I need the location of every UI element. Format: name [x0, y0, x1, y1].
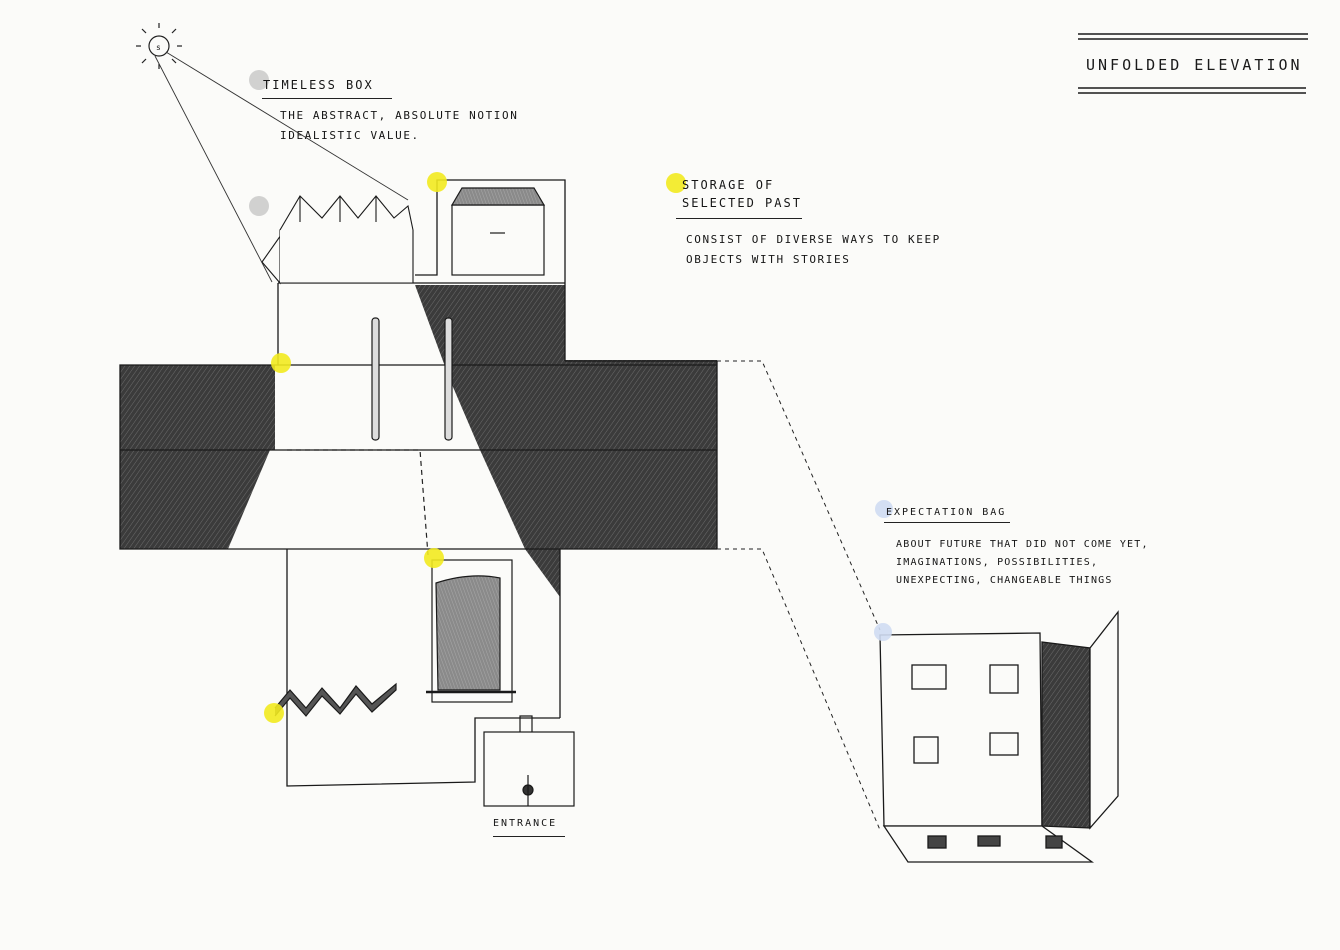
entrance-box: [483, 715, 575, 807]
storage-title-line: STORAGE OF: [682, 178, 775, 192]
vertical-bars: [371, 317, 453, 441]
folded-strip: [274, 682, 397, 717]
svg-text:s: s: [156, 43, 161, 52]
storage-description: CONSIST OF DIVERSE WAYS TO KEEP OBJECTS …: [686, 230, 941, 270]
timeless-box-title: TIMELESS BOX: [263, 78, 374, 92]
yellow-dot: [427, 172, 447, 192]
expectation-underline: [884, 522, 1010, 523]
expectation-line: IMAGINATIONS, POSSIBILITIES,: [896, 557, 1099, 568]
expectation-line: UNEXPECTING, CHANGEABLE THINGS: [896, 575, 1113, 586]
yellow-dot: [264, 703, 284, 723]
expectation-line: ABOUT FUTURE THAT DID NOT COME YET,: [896, 539, 1149, 550]
expectation-description: ABOUT FUTURE THAT DID NOT COME YET, IMAG…: [896, 536, 1149, 590]
cross-shadow-panels: [120, 285, 717, 597]
blue-dot: [875, 500, 893, 518]
storage-underline: [676, 218, 802, 219]
sun-rays: [154, 51, 409, 283]
expectation-title: EXPECTATION BAG: [886, 507, 1007, 518]
dashed-fold: [287, 449, 429, 556]
dashed-connectors: [717, 360, 881, 831]
grey-dot: [249, 70, 269, 90]
storage-title-line: SELECTED PAST: [682, 196, 802, 210]
title-rules: [1078, 33, 1308, 94]
sun-icon: s: [136, 23, 182, 69]
scroll-element: [426, 559, 516, 703]
highlight-dots: [249, 70, 893, 723]
timeless-box-line: IDEALISTIC VALUE.: [280, 129, 420, 142]
entrance-underline: [493, 836, 565, 837]
timeless-box-description: THE ABSTRACT, ABSOLUTE NOTION IDEALISTIC…: [280, 106, 518, 146]
grey-dot: [249, 196, 269, 216]
expectation-bag: [879, 610, 1119, 863]
yellow-dot: [424, 548, 444, 568]
storage-box: [450, 187, 546, 276]
yellow-dot: [666, 173, 686, 193]
storage-line: CONSIST OF DIVERSE WAYS TO KEEP: [686, 233, 941, 246]
page-title: UNFOLDED ELEVATION: [1086, 56, 1303, 74]
entrance-label: ENTRANCE: [493, 818, 558, 829]
storage-line: OBJECTS WITH STORIES: [686, 253, 851, 266]
timeless-box-line: THE ABSTRACT, ABSOLUTE NOTION: [280, 109, 519, 122]
yellow-dot: [271, 353, 291, 373]
timeless-box-roof: [261, 195, 414, 285]
timeless-box-underline: [262, 98, 392, 99]
blue-dot: [874, 623, 892, 641]
storage-title: STORAGE OF SELECTED PAST: [682, 176, 802, 212]
